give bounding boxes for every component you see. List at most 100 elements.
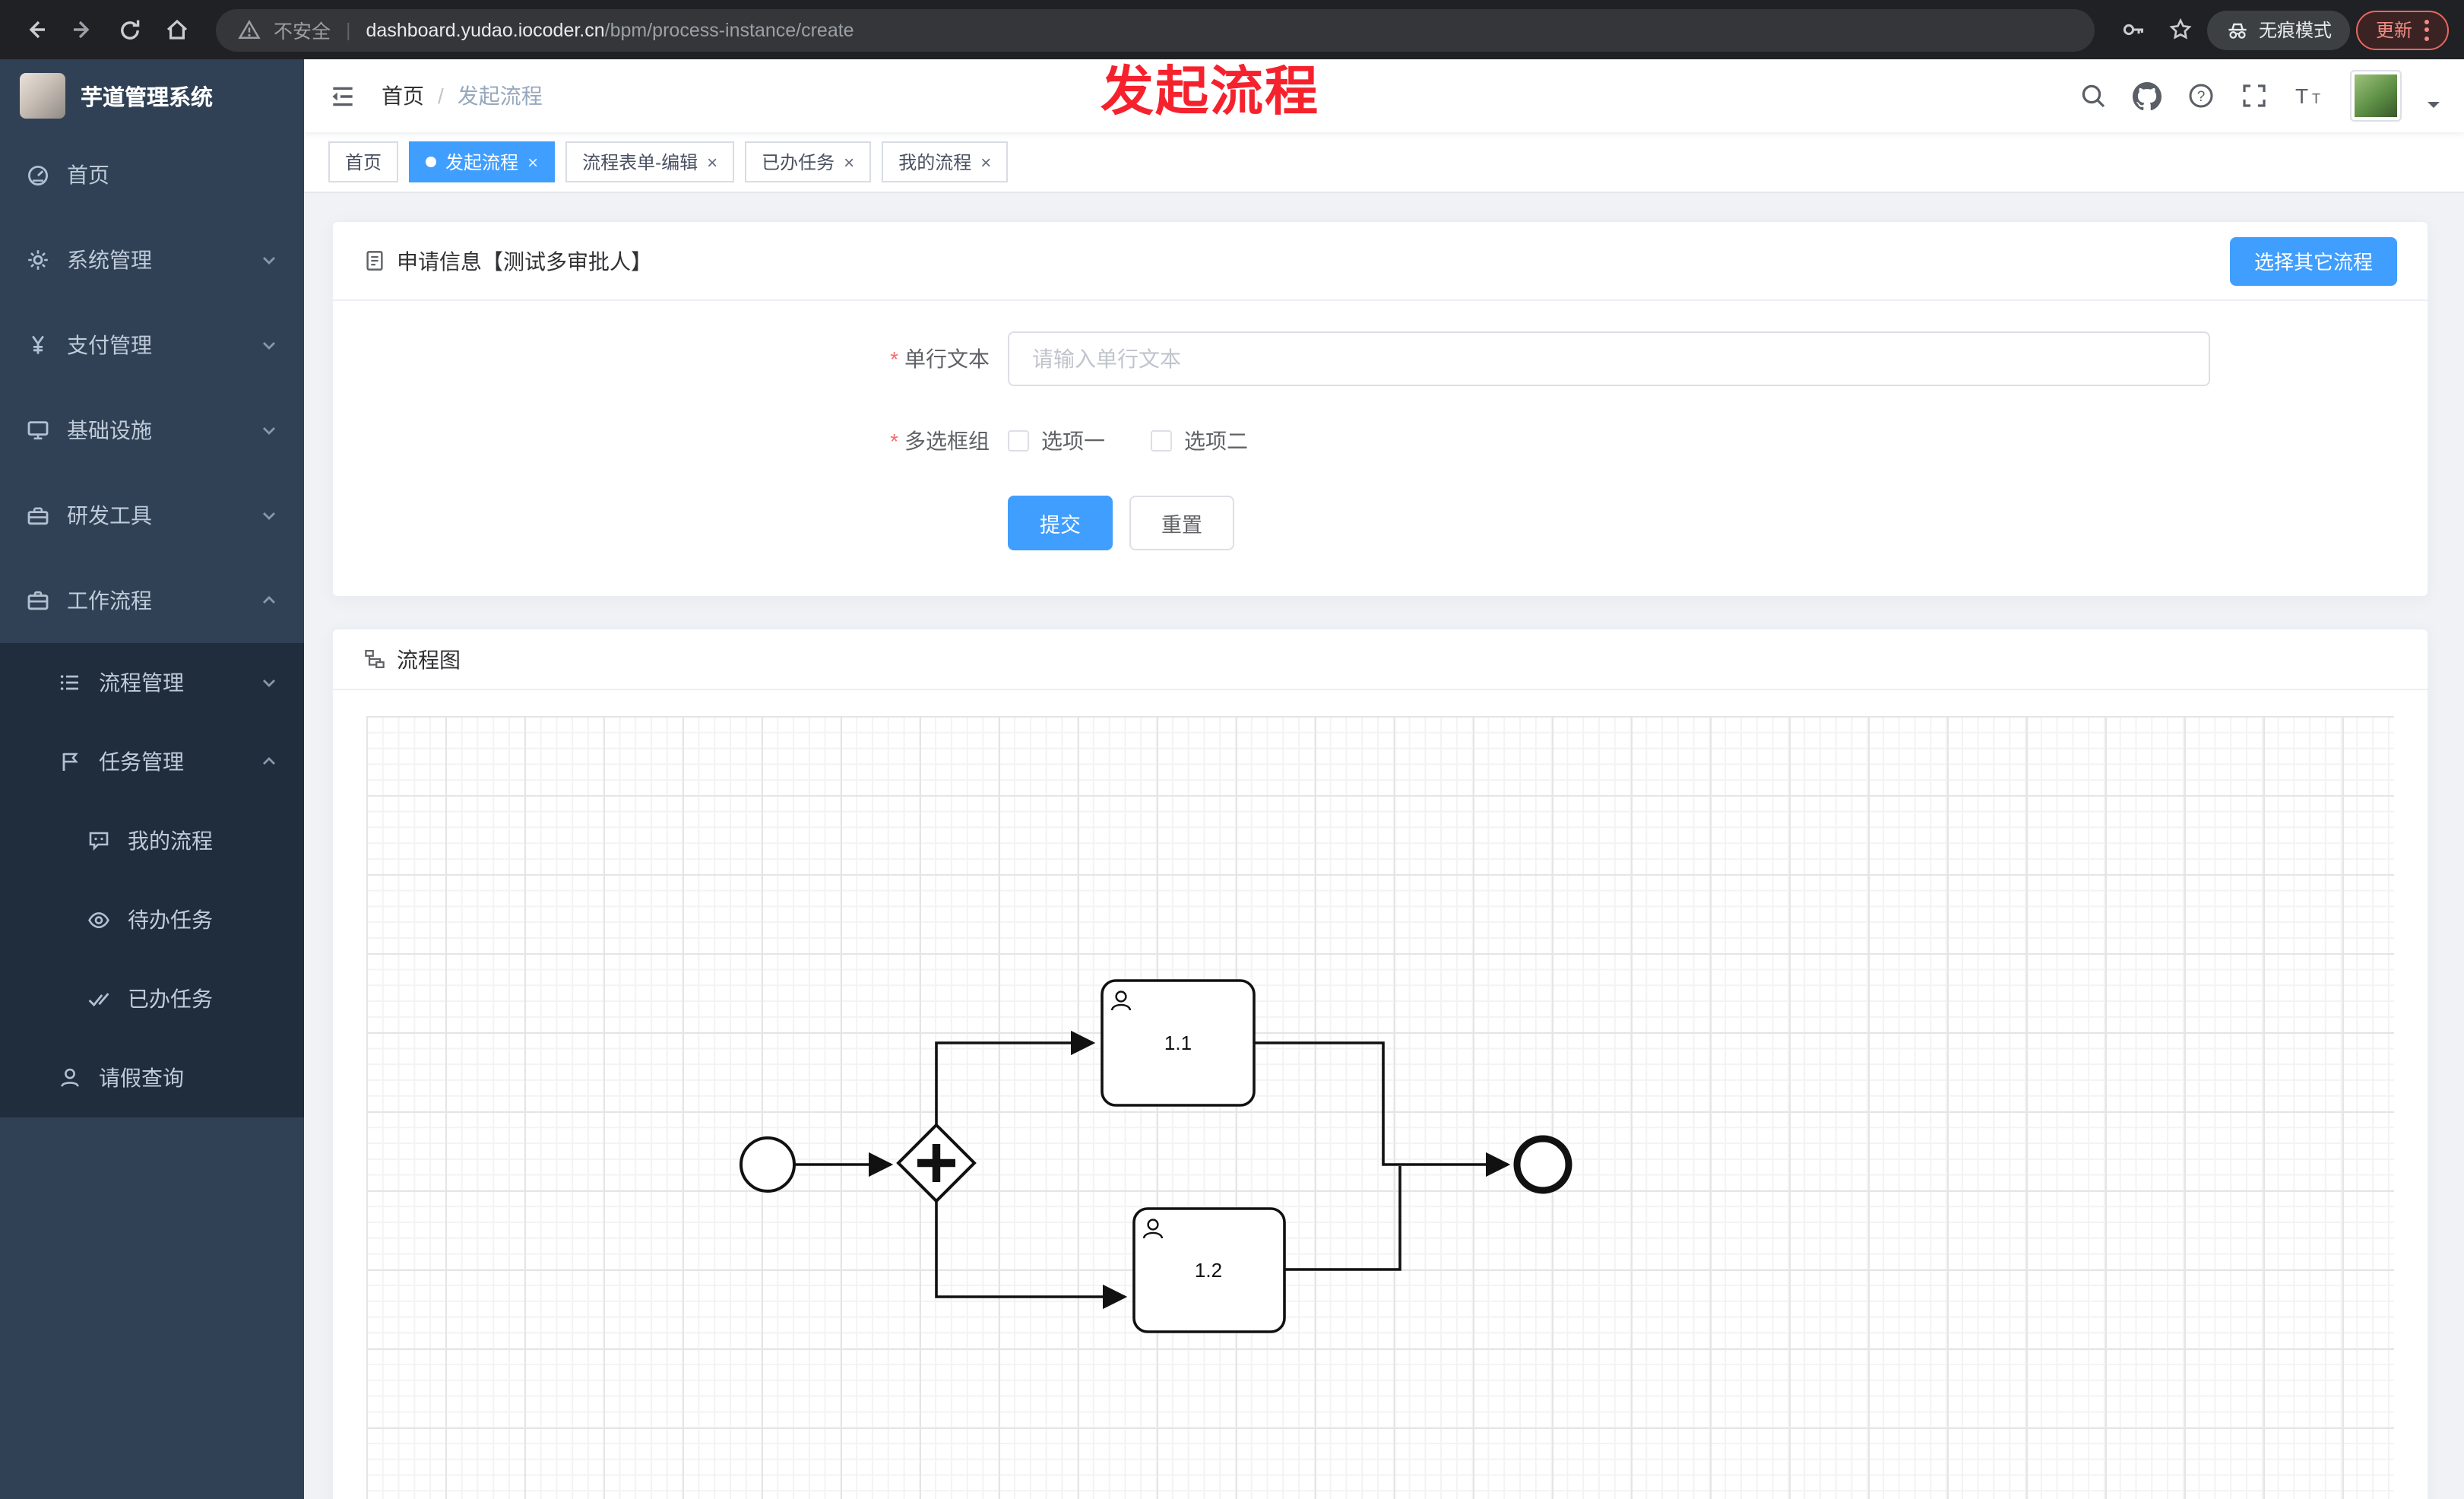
single-line-text-input[interactable] [1008, 331, 2210, 386]
tab-done-tasks[interactable]: 已办任务 × [745, 141, 872, 182]
required-mark: * [890, 347, 898, 371]
checkbox-option-2[interactable]: 选项二 [1151, 426, 1248, 456]
url-path: /bpm/process-instance/create [604, 19, 854, 40]
flowchart-icon [363, 648, 386, 670]
update-browser-button[interactable]: 更新 [2355, 10, 2449, 49]
svg-text:T: T [2295, 84, 2308, 108]
monitor-icon [26, 418, 50, 442]
sidebar-item-system[interactable]: 系统管理 [0, 217, 304, 303]
url-domain: dashboard.yudao.iocoder.cn [366, 19, 605, 40]
submit-button[interactable]: 提交 [1008, 496, 1113, 550]
user-icon [58, 1066, 82, 1090]
incognito-icon [2225, 17, 2250, 42]
parallel-gateway-node [896, 1123, 977, 1203]
app-title: 芋道管理系统 [81, 86, 213, 110]
close-icon[interactable]: × [707, 151, 718, 173]
svg-text:T: T [2312, 91, 2320, 106]
card-title: 流程图 [397, 647, 461, 671]
sidebar-item-label: 我的流程 [128, 829, 213, 853]
close-icon[interactable]: × [980, 151, 992, 173]
sidebar-item-task-mgmt[interactable]: 任务管理 [0, 722, 304, 801]
choose-other-process-button[interactable]: 选择其它流程 [2229, 236, 2397, 285]
tab-label: 流程表单-编辑 [582, 152, 698, 173]
sidebar-item-label: 已办任务 [128, 987, 213, 1011]
checkbox-icon[interactable] [1008, 430, 1029, 452]
sidebar-item-workflow[interactable]: 工作流程 [0, 558, 304, 643]
sidebar-item-done-tasks[interactable]: 已办任务 [0, 959, 304, 1038]
tab-label: 首页 [345, 152, 382, 173]
back-icon[interactable] [15, 9, 56, 50]
breadcrumb-home[interactable]: 首页 [382, 84, 424, 108]
home-icon[interactable] [157, 9, 198, 50]
sidebar-item-devtools[interactable]: 研发工具 [0, 473, 304, 558]
sidebar-item-label: 首页 [67, 163, 109, 187]
breadcrumb: 首页 / 发起流程 [382, 81, 543, 111]
flow-task1-to-end [1254, 1041, 1511, 1177]
sidebar-item-label: 任务管理 [99, 750, 184, 774]
user-task-icon [1110, 990, 1132, 1011]
checkbox-label: 选项一 [1041, 429, 1105, 453]
reset-button[interactable]: 重置 [1129, 496, 1234, 550]
flow-task2-to-end [1284, 1166, 1401, 1271]
bpmn-diagram: 1.1 1.2 [740, 979, 1572, 1333]
avatar-dropdown-caret-icon[interactable] [2428, 102, 2440, 114]
security-label: 不安全 [274, 21, 331, 43]
help-icon[interactable]: ? [2187, 82, 2215, 109]
app-logo[interactable]: 芋道管理系统 [0, 59, 304, 132]
main-content: 申请信息【测试多审批人】 选择其它流程 *单行文本 *多选框组 选项一 [304, 193, 2464, 1499]
github-icon[interactable] [2133, 81, 2162, 110]
search-icon[interactable] [2079, 82, 2107, 109]
list-icon [58, 670, 82, 695]
start-event-node [740, 1136, 796, 1193]
sidebar-collapse-icon[interactable] [328, 81, 357, 110]
sidebar-item-payment[interactable]: 支付管理 [0, 303, 304, 388]
flag-icon [58, 750, 82, 774]
menu-kebab-icon[interactable] [2424, 19, 2429, 40]
close-icon[interactable]: × [844, 151, 855, 173]
tab-start-process[interactable]: 发起流程 × [409, 141, 556, 182]
bookmark-star-icon[interactable] [2160, 9, 2201, 50]
sidebar-item-process-mgmt[interactable]: 流程管理 [0, 643, 304, 722]
sidebar-item-home[interactable]: 首页 [0, 132, 304, 217]
sidebar-item-infrastructure[interactable]: 基础设施 [0, 388, 304, 473]
task-annotation: 发起流程 [1101, 62, 1320, 122]
reload-icon[interactable] [109, 9, 150, 50]
tab-my-process[interactable]: 我的流程 × [882, 141, 1009, 182]
form-buttons-row: 提交 重置 [333, 496, 2428, 550]
toolbox-icon [26, 503, 50, 528]
tab-home[interactable]: 首页 [328, 141, 399, 182]
tab-form-edit[interactable]: 流程表单-编辑 × [565, 141, 735, 182]
card-title: 申请信息【测试多审批人】 [397, 249, 652, 273]
sidebar-item-label: 工作流程 [67, 588, 152, 613]
fullscreen-icon[interactable] [2241, 82, 2268, 109]
field-label: *多选框组 [890, 429, 990, 453]
address-bar[interactable]: 不安全 | dashboard.yudao.iocoder.cn/bpm/pro… [216, 8, 2095, 51]
sidebar: 芋道管理系统 首页 系统管理 支付管理 基础设施 [0, 59, 304, 1499]
sidebar-item-label: 基础设施 [67, 418, 152, 442]
warning-icon [237, 17, 261, 42]
sidebar-item-my-process[interactable]: 我的流程 [0, 801, 304, 880]
checkbox-option-1[interactable]: 选项一 [1008, 426, 1105, 456]
form-body: *单行文本 *多选框组 选项一 选项二 [333, 301, 2428, 596]
forward-icon[interactable] [62, 9, 103, 50]
field-label: *单行文本 [890, 347, 990, 371]
close-icon[interactable]: × [527, 151, 539, 173]
task-label: 1.1 [1164, 1032, 1192, 1054]
sidebar-item-todo-tasks[interactable]: 待办任务 [0, 880, 304, 959]
checkbox-icon[interactable] [1151, 430, 1172, 452]
avatar[interactable] [2350, 70, 2402, 122]
checkbox-field-row: *多选框组 选项一 选项二 [333, 426, 2428, 456]
briefcase-icon [26, 588, 50, 613]
gear-icon [26, 248, 50, 272]
required-mark: * [890, 429, 898, 453]
url-text: dashboard.yudao.iocoder.cn/bpm/process-i… [366, 19, 854, 40]
sidebar-item-leave-query[interactable]: 请假查询 [0, 1038, 304, 1117]
chevron-up-icon [260, 591, 278, 610]
password-key-icon[interactable] [2113, 9, 2154, 50]
form-icon [363, 249, 386, 272]
sidebar-item-label: 研发工具 [67, 503, 152, 528]
chevron-down-icon [260, 673, 278, 692]
text-field-row: *单行文本 [333, 331, 2428, 386]
